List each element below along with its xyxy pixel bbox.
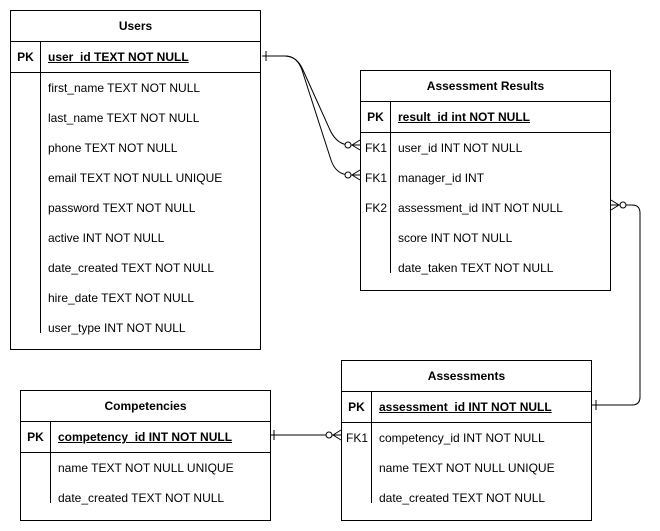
key-label: FK1 bbox=[364, 171, 387, 185]
many-optional-mark-competency-id bbox=[325, 429, 342, 441]
key-label bbox=[11, 253, 41, 283]
entity-title: Assessment Results bbox=[361, 71, 610, 102]
key-label bbox=[11, 163, 41, 193]
entity-title: Assessments bbox=[342, 361, 591, 392]
field-row[interactable]: FK1 user_id INT NOT NULL bbox=[361, 133, 610, 163]
key-label bbox=[11, 103, 41, 133]
field-label: assessment_id INT NOT NULL bbox=[379, 400, 552, 414]
field-label: last_name TEXT NOT NULL bbox=[48, 111, 200, 125]
field-label: first_name TEXT NOT NULL bbox=[48, 81, 201, 95]
entity-title: Users bbox=[11, 11, 260, 42]
key-label: PK bbox=[361, 102, 391, 132]
pk-row[interactable]: PK result_id int NOT NULL bbox=[361, 102, 610, 133]
field-label: assessment_id INT NOT NULL bbox=[398, 201, 563, 215]
key-label bbox=[11, 283, 41, 313]
connector-users-to-results-user-id bbox=[262, 55, 360, 146]
field-label: email TEXT NOT NULL UNIQUE bbox=[48, 171, 223, 185]
field-row[interactable]: name TEXT NOT NULL UNIQUE bbox=[342, 453, 591, 483]
field-label: hire_date TEXT NOT NULL bbox=[48, 291, 195, 305]
key-label: FK1 bbox=[345, 431, 368, 445]
field-label: phone TEXT NOT NULL bbox=[48, 141, 178, 155]
key-label: FK2 bbox=[364, 201, 387, 215]
field-list: FK1 competency_id INT NOT NULL name TEXT … bbox=[342, 423, 591, 513]
field-row[interactable]: active INT NOT NULL bbox=[11, 223, 260, 253]
field-label: user_id INT NOT NULL bbox=[398, 141, 523, 155]
many-optional-mark-manager-id bbox=[344, 169, 361, 181]
field-label: user_id TEXT NOT NULL bbox=[48, 50, 189, 64]
field-row[interactable]: email TEXT NOT NULL UNIQUE bbox=[11, 163, 260, 193]
field-row[interactable]: score INT NOT NULL bbox=[361, 223, 610, 253]
entity-assessments[interactable]: Assessments PK assessment_id INT NOT NUL… bbox=[341, 360, 592, 521]
key-label bbox=[11, 313, 41, 343]
field-row[interactable]: date_created TEXT NOT NULL bbox=[21, 483, 270, 513]
field-row[interactable]: last_name TEXT NOT NULL bbox=[11, 103, 260, 133]
key-label bbox=[361, 253, 391, 283]
field-label: active INT NOT NULL bbox=[48, 231, 165, 245]
field-row[interactable]: password TEXT NOT NULL bbox=[11, 193, 260, 223]
field-list: FK1 user_id INT NOT NULL FK1 manager_id IN… bbox=[361, 133, 610, 283]
field-label: competency_id INT NOT NULL bbox=[58, 430, 233, 444]
field-row[interactable]: date_taken TEXT NOT NULL bbox=[361, 253, 610, 283]
entity-assessment-results[interactable]: Assessment Results PK result_id int NOT … bbox=[360, 70, 611, 291]
key-label: PK bbox=[11, 42, 41, 72]
field-list: name TEXT NOT NULL UNIQUE date_created T… bbox=[21, 453, 270, 513]
field-label: result_id int NOT NULL bbox=[398, 110, 530, 124]
field-label: name TEXT NOT NULL UNIQUE bbox=[379, 461, 555, 475]
key-label bbox=[11, 133, 41, 163]
entity-title: Competencies bbox=[21, 391, 270, 422]
pk-row[interactable]: PK competency_id INT NOT NULL bbox=[21, 422, 270, 453]
field-row[interactable]: name TEXT NOT NULL UNIQUE bbox=[21, 453, 270, 483]
field-label: date_created TEXT NOT NULL bbox=[379, 491, 546, 505]
connector-results-to-assessments bbox=[611, 204, 641, 406]
entity-competencies[interactable]: Competencies PK competency_id INT NOT NU… bbox=[20, 390, 271, 521]
field-row[interactable]: FK1 manager_id INT bbox=[361, 163, 610, 193]
field-row[interactable]: hire_date TEXT NOT NULL bbox=[11, 283, 260, 313]
field-row[interactable]: date_created TEXT NOT NULL bbox=[342, 483, 591, 513]
key-label bbox=[11, 223, 41, 253]
key-label bbox=[361, 223, 391, 253]
entity-users[interactable]: Users PK user_id TEXT NOT NULL first_nam… bbox=[10, 10, 261, 350]
pk-row[interactable]: PK user_id TEXT NOT NULL bbox=[11, 42, 260, 73]
field-label: date_created TEXT NOT NULL bbox=[48, 261, 215, 275]
pk-row[interactable]: PK assessment_id INT NOT NULL bbox=[342, 392, 591, 423]
field-row[interactable]: user_type INT NOT NULL bbox=[11, 313, 260, 343]
connector-users-to-results-manager-id bbox=[284, 55, 360, 176]
field-row[interactable]: phone TEXT NOT NULL bbox=[11, 133, 260, 163]
field-label: name TEXT NOT NULL UNIQUE bbox=[58, 461, 234, 475]
field-label: score INT NOT NULL bbox=[398, 231, 513, 245]
key-label: FK1 bbox=[364, 141, 387, 155]
key-label bbox=[11, 193, 41, 223]
field-label: date_created TEXT NOT NULL bbox=[58, 491, 225, 505]
field-row[interactable]: FK2 assessment_id INT NOT NULL bbox=[361, 193, 610, 223]
many-optional-mark-assessment-id bbox=[610, 199, 627, 211]
key-label bbox=[21, 453, 51, 483]
field-list: first_name TEXT NOT NULL last_name TEXT … bbox=[11, 73, 260, 343]
key-label: PK bbox=[21, 422, 51, 452]
many-optional-mark-user-id bbox=[344, 139, 361, 151]
field-label: manager_id INT bbox=[398, 171, 485, 185]
key-label bbox=[342, 453, 372, 483]
field-label: competency_id INT NOT NULL bbox=[379, 431, 545, 445]
field-row[interactable]: date_created TEXT NOT NULL bbox=[11, 253, 260, 283]
field-row[interactable]: FK1 competency_id INT NOT NULL bbox=[342, 423, 591, 453]
field-row[interactable]: first_name TEXT NOT NULL bbox=[11, 73, 260, 103]
key-label bbox=[21, 483, 51, 513]
field-label: user_type INT NOT NULL bbox=[48, 321, 186, 335]
field-label: password TEXT NOT NULL bbox=[48, 201, 196, 215]
key-label bbox=[11, 73, 41, 103]
field-label: date_taken TEXT NOT NULL bbox=[398, 261, 554, 275]
key-label: PK bbox=[342, 392, 372, 422]
key-label bbox=[342, 483, 372, 513]
